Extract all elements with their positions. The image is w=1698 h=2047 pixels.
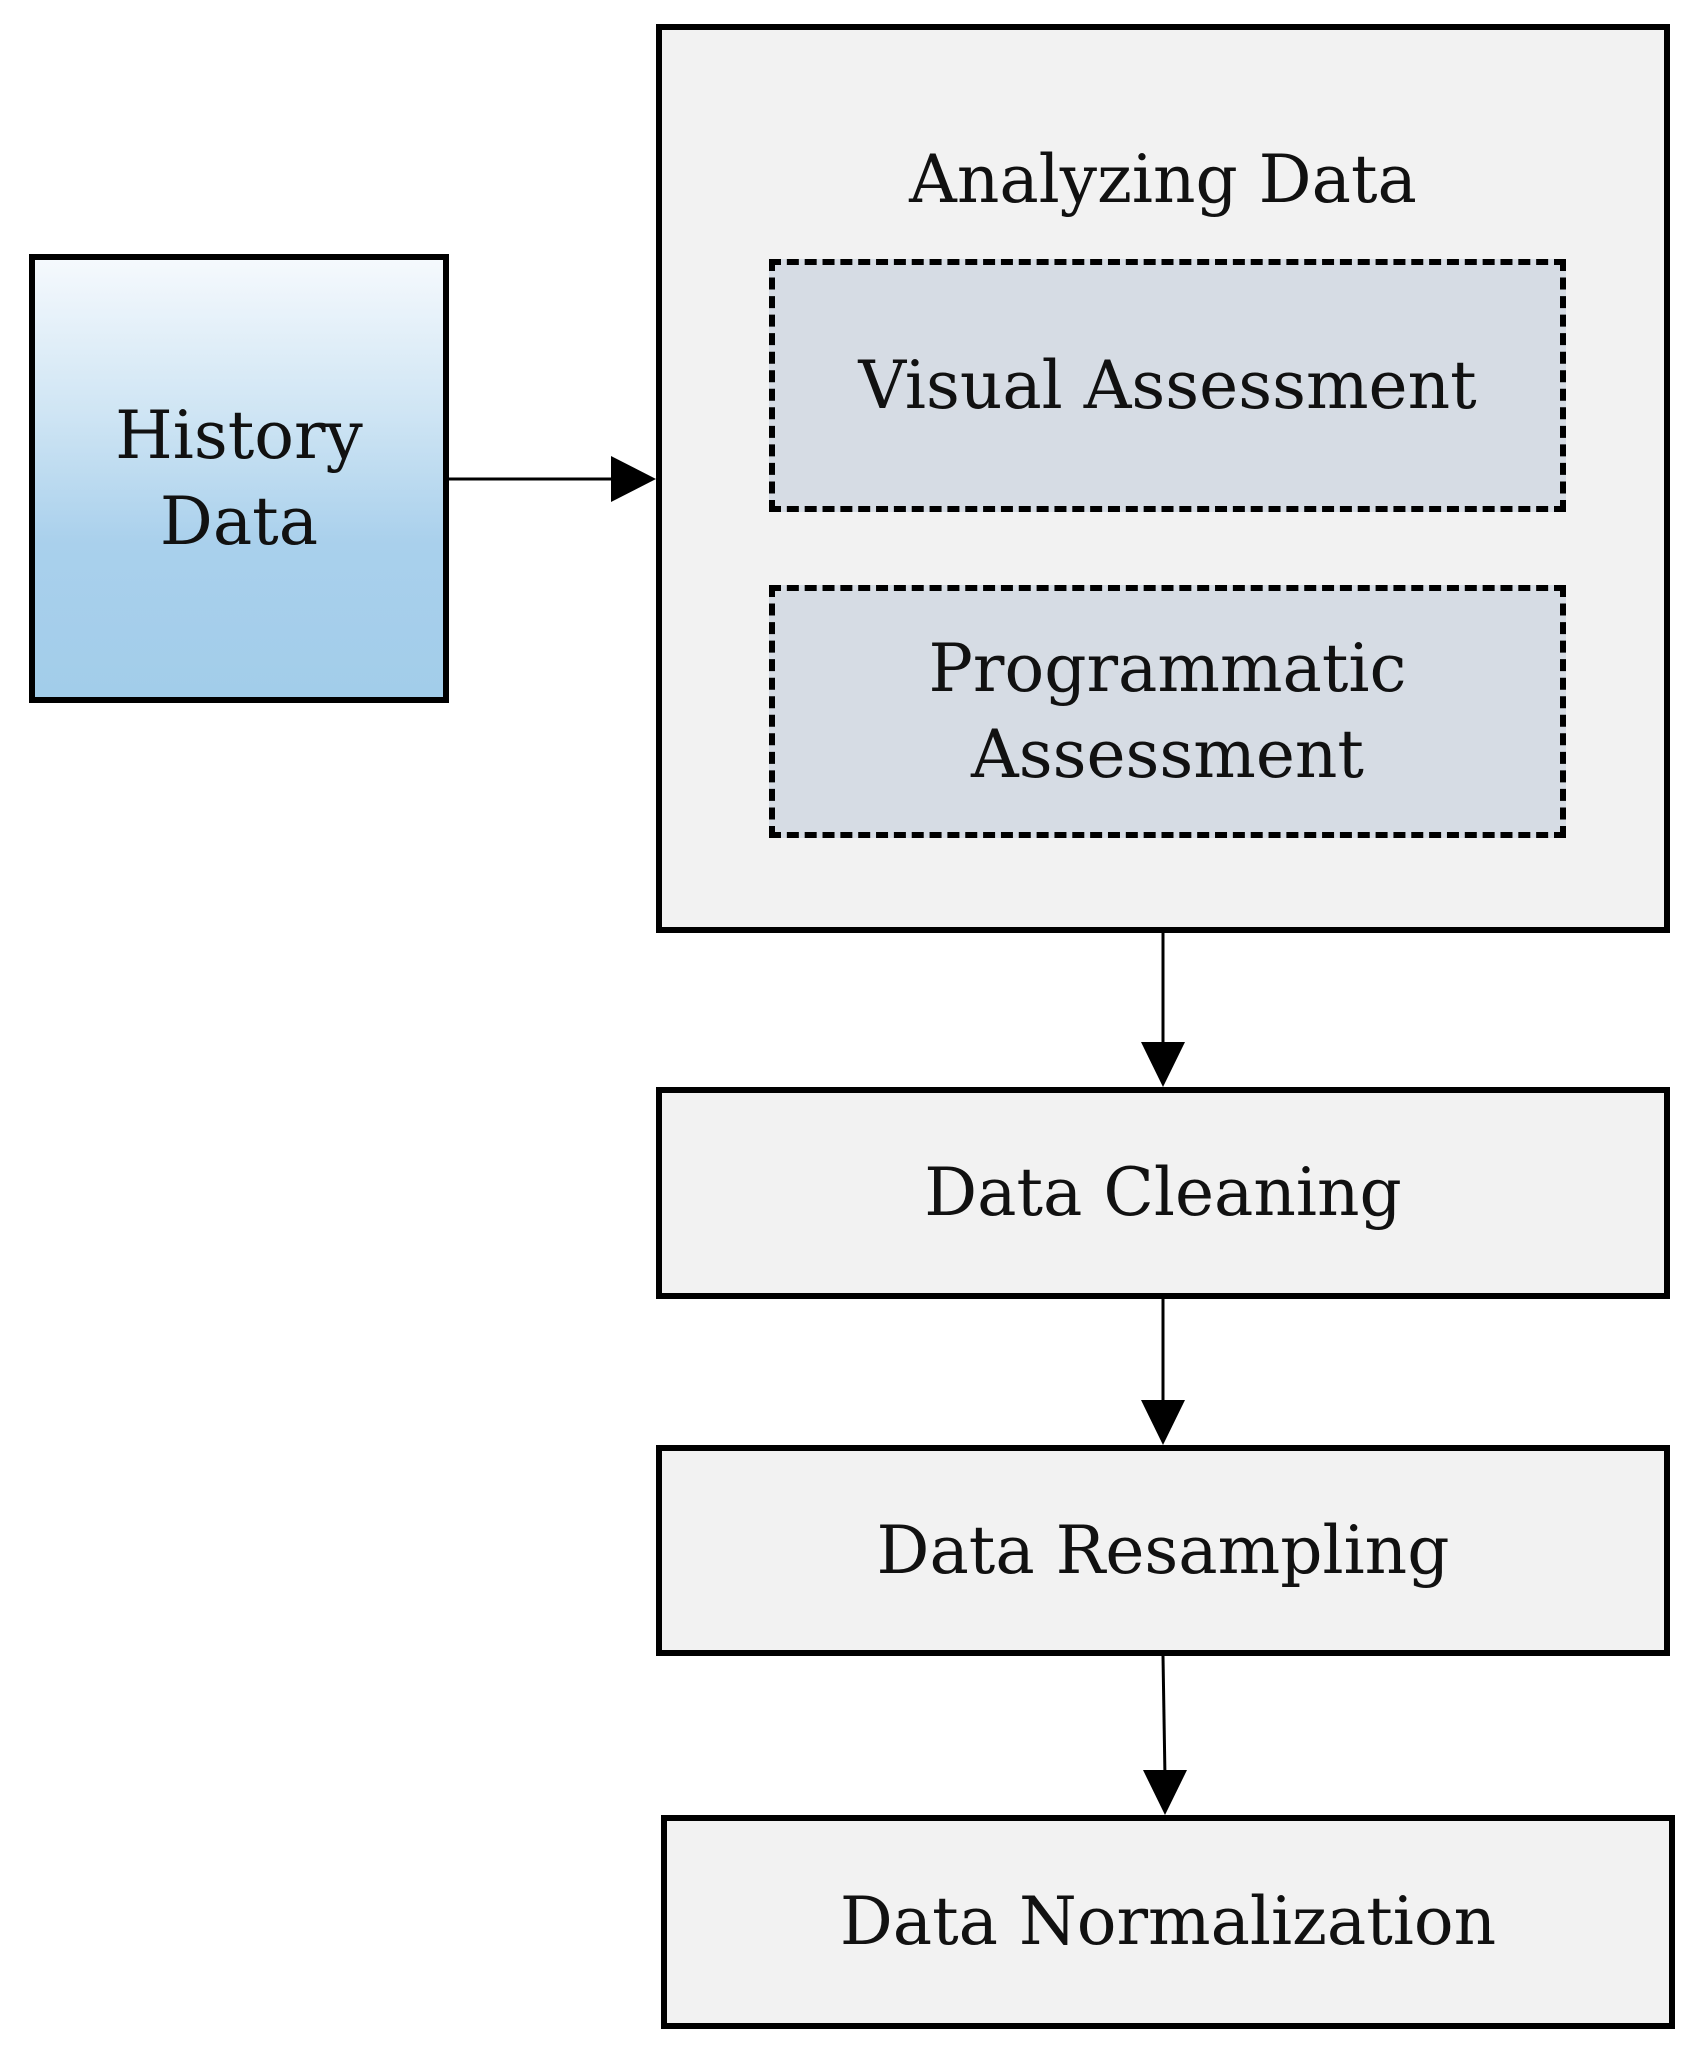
analyzing-data-title: Analyzing Data xyxy=(909,141,1417,218)
analyzing-data-box: Analyzing Data Visual Assessment Program… xyxy=(656,24,1670,933)
history-data-box: History Data xyxy=(29,254,449,703)
data-resampling-label: Data Resampling xyxy=(876,1511,1450,1589)
data-cleaning-box: Data Cleaning xyxy=(656,1087,1670,1299)
data-normalization-box: Data Normalization xyxy=(661,1815,1675,2029)
visual-assessment-box: Visual Assessment xyxy=(769,259,1566,512)
data-cleaning-label: Data Cleaning xyxy=(924,1154,1402,1232)
arrow-resampling-to-normalization xyxy=(1143,1655,1187,1815)
arrow-history-to-analyzing xyxy=(449,456,656,502)
arrow-cleaning-to-resampling xyxy=(1141,1299,1185,1445)
arrow-analyzing-to-cleaning xyxy=(1141,933,1185,1087)
history-data-label: History Data xyxy=(115,396,363,560)
data-resampling-box: Data Resampling xyxy=(656,1445,1670,1656)
programmatic-assessment-label: Programmatic Assessment xyxy=(928,629,1407,793)
visual-assessment-label: Visual Assessment xyxy=(858,346,1477,424)
data-normalization-label: Data Normalization xyxy=(839,1883,1497,1961)
programmatic-assessment-box: Programmatic Assessment xyxy=(769,585,1566,838)
